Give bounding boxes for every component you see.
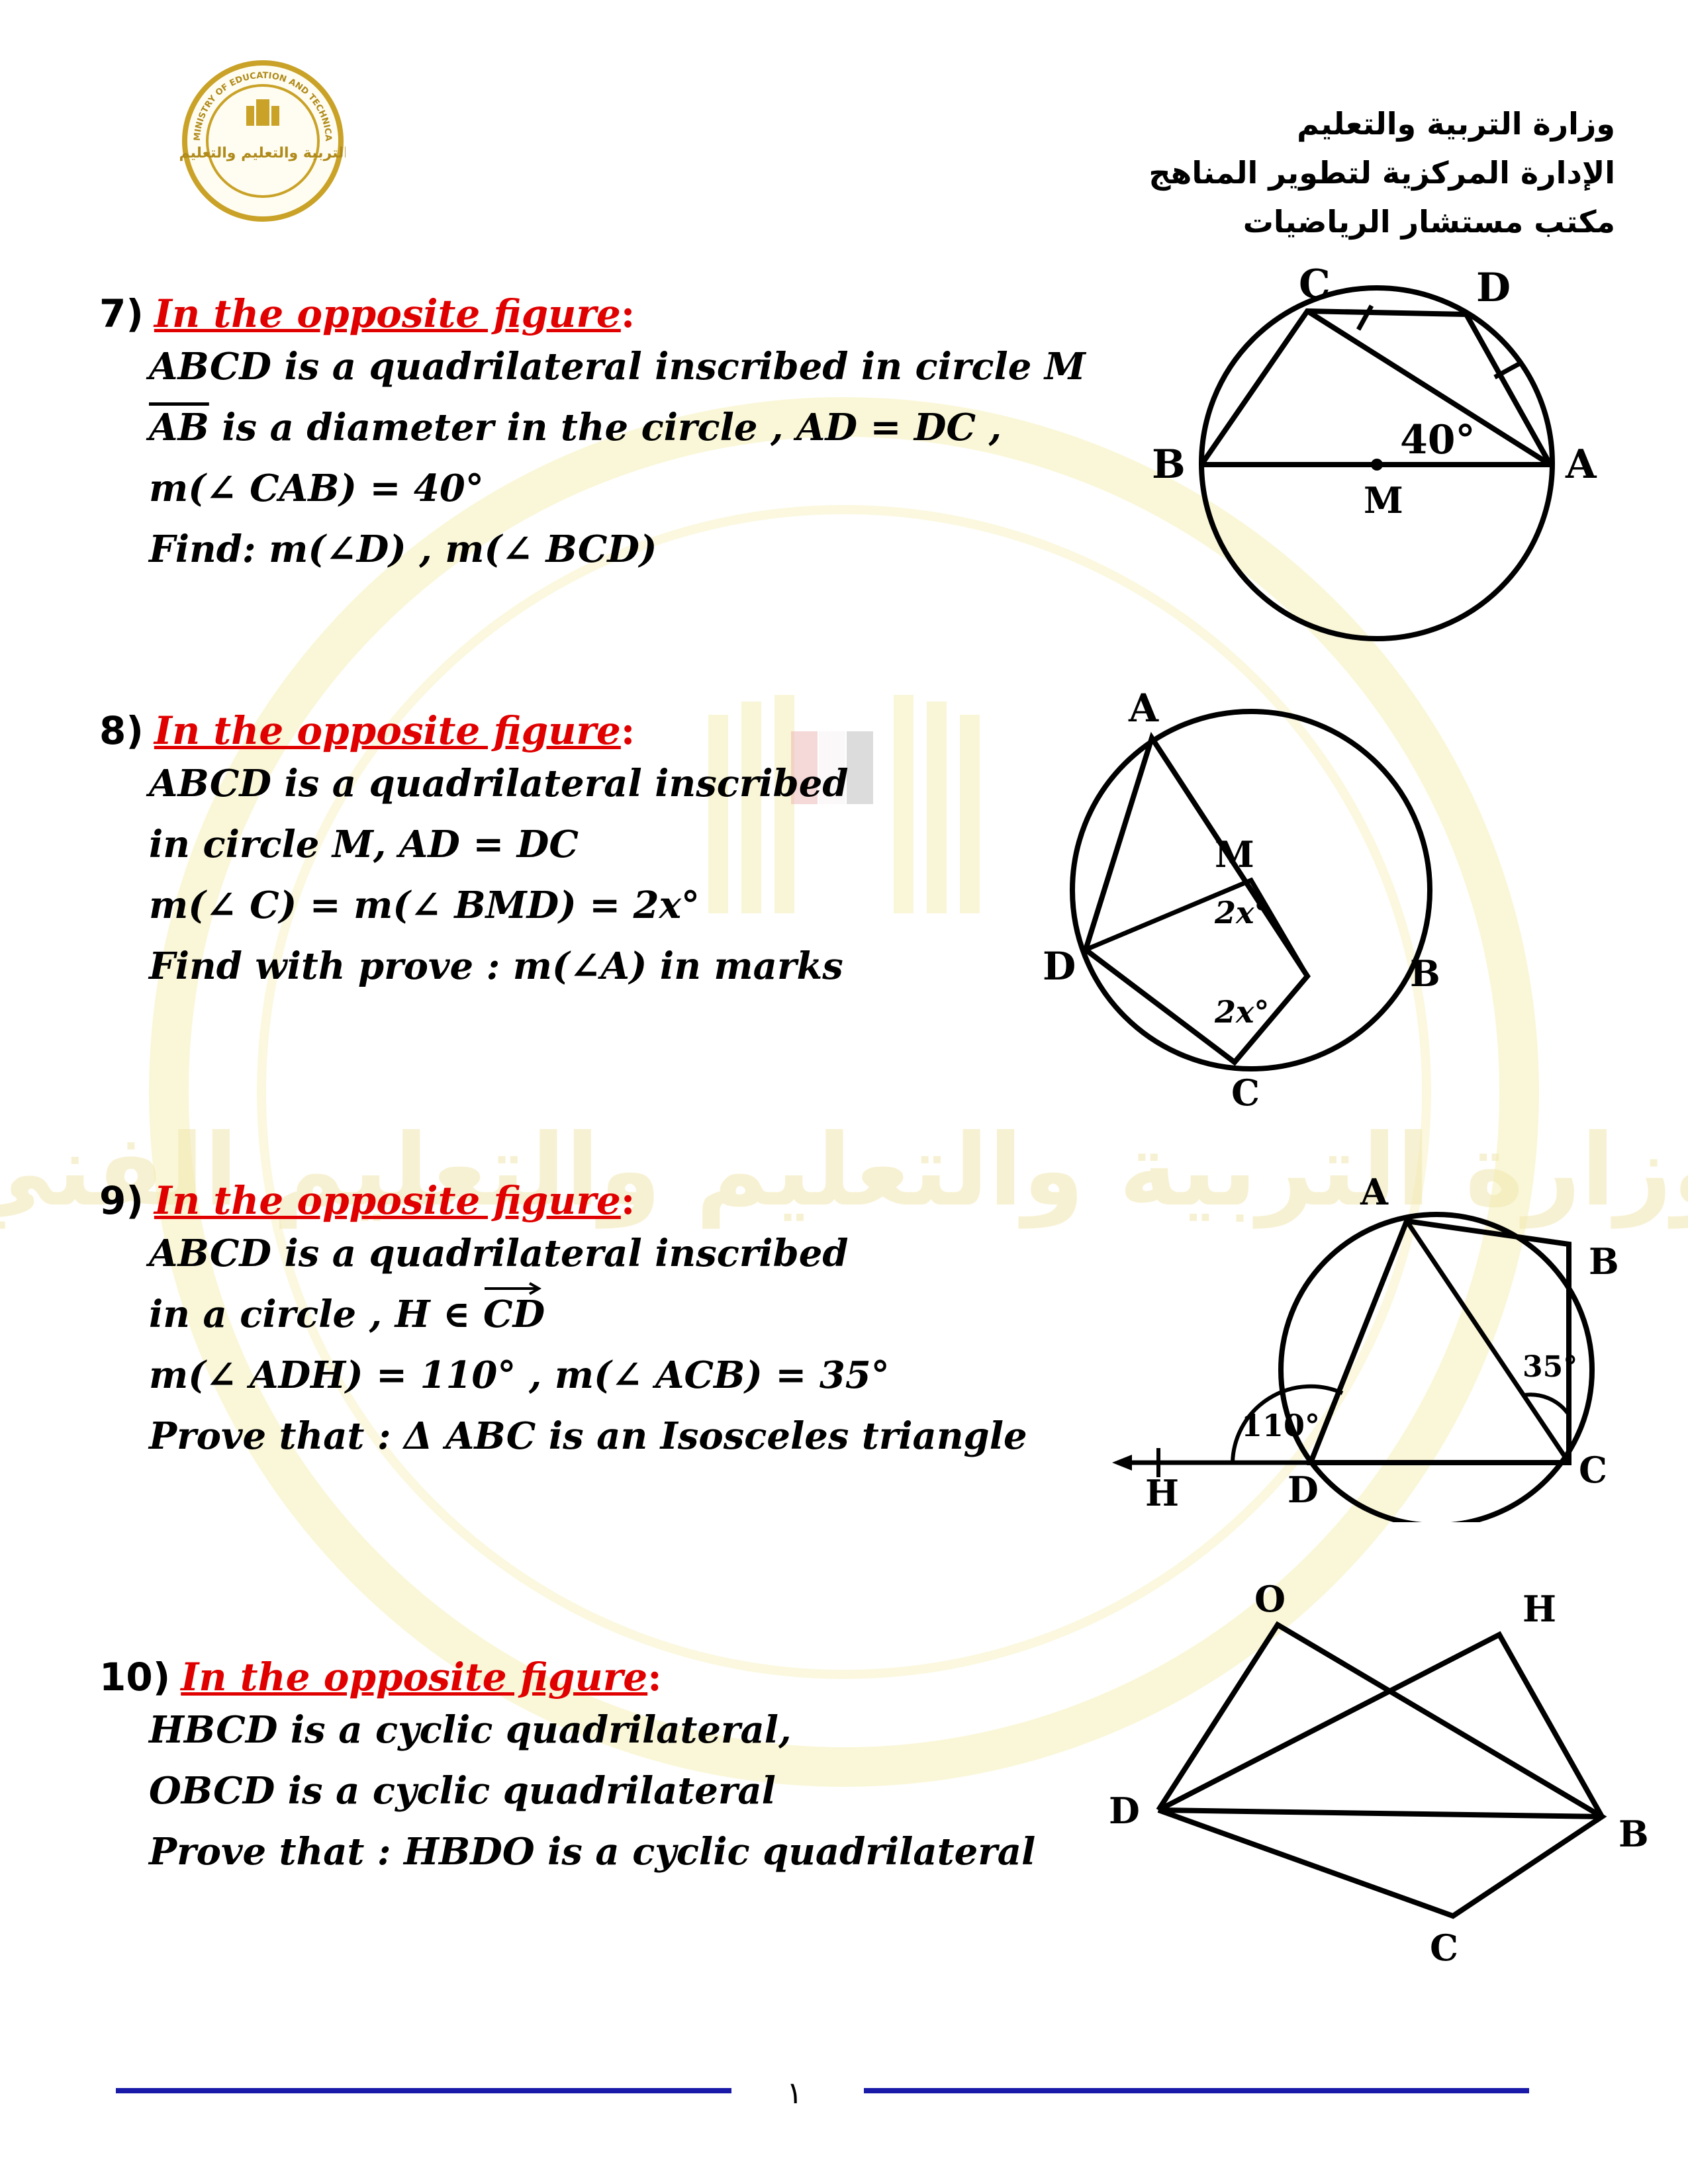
figure-10: O H D B C (1109, 1582, 1649, 1969)
problem-8-heading: 8) In the opposite figure: (99, 708, 635, 753)
fig10-label-h: H (1523, 1588, 1556, 1630)
problem-8-title: In the opposite figure (154, 708, 621, 753)
fig8-label-m: M (1215, 833, 1254, 876)
fig10-label-c: C (1430, 1927, 1458, 1969)
fig8-label-a: A (1128, 686, 1159, 731)
header-line-3: مكتب مستشار الرياضيات (1243, 204, 1615, 240)
footer-line-right (864, 2088, 1529, 2093)
problem-7-line-4: Find: m(∠D) , m(∠ BCD) (149, 527, 657, 571)
fig7-label-c: C (1299, 261, 1331, 308)
problem-9-number: 9) (99, 1178, 144, 1223)
problem-9-line-3: m(∠ ADH) = 110° , m(∠ ACB) = 35° (149, 1353, 890, 1397)
problem-9-title: In the opposite figure (154, 1178, 621, 1223)
fig8-label-d: D (1043, 944, 1076, 989)
figure-9: A B C D H 110° 35° (1112, 1171, 1619, 1522)
fig8-label-c: C (1231, 1071, 1260, 1114)
problem-7-line-3: m(∠ CAB) = 40° (149, 467, 484, 510)
problem-7-heading: 7) In the opposite figure: (99, 291, 635, 336)
fig7-label-a: A (1565, 441, 1597, 488)
fig9-label-d: D (1288, 1469, 1319, 1511)
fig9-angle-35: 35° (1523, 1350, 1577, 1384)
problem-10-line-2: OBCD is a cyclic quadrilateral (149, 1769, 776, 1813)
fig9-label-a: A (1360, 1171, 1389, 1213)
fig10-label-b: B (1618, 1813, 1649, 1855)
fig7-label-b: B (1152, 441, 1186, 488)
ray-cd: CD (483, 1282, 545, 1345)
svg-text:وزارة التربية والتعليم والتعلي: وزارة التربية والتعليم والتعليم الفني (180, 145, 346, 161)
fig9-label-b: B (1589, 1240, 1619, 1283)
problem-10-line-1: HBCD is a cyclic quadrilateral, (149, 1708, 792, 1752)
problem-10: 10) In the opposite figure: HBCD is a cy… (99, 1655, 1035, 1882)
problem-9-heading: 9) In the opposite figure: (99, 1178, 635, 1223)
fig7-label-m: M (1364, 479, 1403, 522)
segment-ab: AB (149, 406, 209, 449)
problem-10-title: In the opposite figure (181, 1655, 648, 1700)
footer-line-left (116, 2088, 731, 2093)
problem-8-line-4: Find with prove : m(∠A) in marks (149, 944, 843, 988)
problem-10-heading: 10) In the opposite figure: (99, 1655, 662, 1700)
header-line-1: وزارة التربية والتعليم (1297, 106, 1615, 142)
problem-10-number: 10) (99, 1655, 171, 1700)
fig8-angle-bmd: 2x° (1214, 895, 1269, 931)
problem-9-line-1: ABCD is a quadrilateral inscribed (149, 1232, 849, 1275)
fig8-label-b: B (1410, 952, 1440, 995)
fig10-label-o: O (1254, 1582, 1286, 1620)
fig7-angle-40: 40° (1400, 417, 1476, 463)
problem-7-line-2: AB is a diameter in the circle , AD = DC… (149, 406, 1002, 449)
fig8-angle-c: 2x° (1214, 994, 1269, 1030)
fig9-angle-110: 110° (1241, 1408, 1320, 1443)
fig9-label-h: H (1145, 1472, 1179, 1514)
problem-7-line-1: ABCD is a quadrilateral inscribed in cir… (149, 345, 1086, 388)
problem-8-number: 8) (99, 708, 144, 753)
problem-9: 9) In the opposite figure: ABCD is a qua… (99, 1178, 1027, 1467)
problem-8-line-3: m(∠ C) = m(∠ BMD) = 2x° (149, 884, 700, 927)
ministry-logo: MINISTRY OF EDUCATION AND TECHNICAL EDUC… (180, 58, 346, 222)
fig7-label-d: D (1476, 265, 1511, 311)
figure-8: A M D B C 2x° 2x° (1043, 686, 1440, 1114)
problem-10-line-3: Prove that : HBDO is a cyclic quadrilate… (149, 1830, 1036, 1874)
page-number: ١ (786, 2075, 803, 2111)
figure-7: C D B A M 40° (1152, 261, 1597, 641)
problem-9-line-2: in a circle , H ∈ CD (149, 1282, 1027, 1345)
problem-7-title: In the opposite figure (154, 291, 621, 336)
fig9-label-c: C (1579, 1449, 1607, 1491)
ministry-header: وزارة التربية والتعليم الإدارة المركزية … (1149, 99, 1615, 246)
problem-8-line-2: in circle M, AD = DC (149, 823, 579, 866)
problem-7: 7) In the opposite figure: ABCD is a qua… (99, 291, 1086, 580)
problem-7-number: 7) (99, 291, 144, 336)
problem-9-line-4: Prove that : Δ ABC is an Isosceles trian… (149, 1414, 1027, 1458)
fig10-label-d: D (1109, 1790, 1140, 1832)
problem-8-line-1: ABCD is a quadrilateral inscribed (149, 762, 849, 805)
problem-8: 8) In the opposite figure: ABCD is a qua… (99, 708, 849, 997)
header-line-2: الإدارة المركزية لتطوير المناهج (1149, 155, 1615, 191)
